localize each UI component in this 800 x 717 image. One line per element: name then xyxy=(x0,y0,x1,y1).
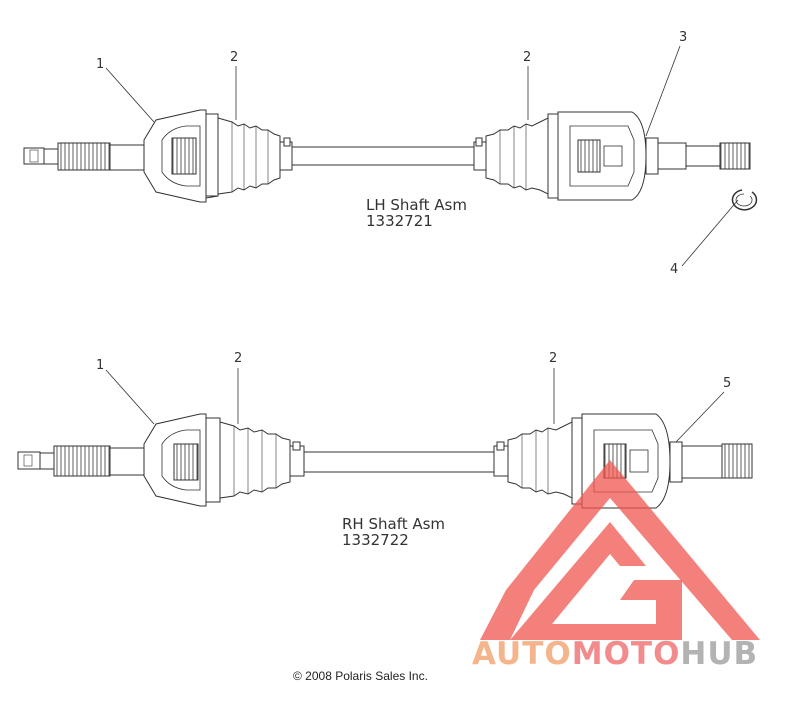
rh-leader-lines xyxy=(105,368,725,443)
lh-callout-4: 4 xyxy=(670,262,679,277)
rh-outer-clamp xyxy=(205,417,221,503)
lh-leader-lines xyxy=(105,45,739,267)
lh-callout-1: 1 xyxy=(96,57,105,72)
lh-stub-tip xyxy=(23,147,45,165)
rh-stub-neck xyxy=(39,452,55,470)
logo-text-auto: AUTO xyxy=(472,636,572,672)
lh-outer-clamp xyxy=(205,113,219,197)
rh-inner-shank xyxy=(681,445,723,479)
rh-stub-tip xyxy=(17,451,41,470)
lh-shaft-assembly xyxy=(23,109,758,211)
rh-outer-boot xyxy=(219,421,291,499)
rh-half-shaft-bar xyxy=(303,451,495,473)
lh-inner-shoulder xyxy=(645,137,659,175)
lh-callout-2-inner: 2 xyxy=(523,50,532,65)
lh-callout-2-outer: 2 xyxy=(230,50,239,65)
lh-stub-neck xyxy=(43,148,59,165)
rh-assembly-part-number: 1332722 xyxy=(342,531,409,549)
lh-assembly-name: LH Shaft Asm xyxy=(366,196,467,214)
lh-half-shaft-bar xyxy=(291,146,475,166)
lh-inner-clamp xyxy=(547,113,559,199)
rh-shaft-assembly xyxy=(17,413,753,509)
automotohub-logo-text: AUTOMOTOHUB xyxy=(472,636,758,672)
automotohub-logo-mark xyxy=(480,460,760,640)
rh-assembly-name: RH Shaft Asm xyxy=(342,515,446,533)
lh-outer-boot xyxy=(217,117,281,195)
rh-callout-2-outer: 2 xyxy=(234,351,243,366)
lh-inner-neck xyxy=(685,145,721,167)
rh-outer-shank xyxy=(109,447,145,476)
lh-inner-boot xyxy=(485,117,549,195)
rh-callout-1: 1 xyxy=(96,358,105,373)
rh-outer-spline xyxy=(53,445,111,477)
logo-text-hub: HUB xyxy=(680,636,759,672)
lh-inner-shank xyxy=(657,142,687,170)
lh-circlip xyxy=(731,189,758,211)
lh-inner-spline xyxy=(719,142,751,170)
lh-callout-3: 3 xyxy=(679,30,688,45)
lh-assembly-part-number: 1332721 xyxy=(366,212,433,230)
lh-outer-spline xyxy=(57,142,111,171)
rh-callout-5: 5 xyxy=(723,376,732,391)
rh-callout-2-inner: 2 xyxy=(549,351,558,366)
copyright-notice: © 2008 Polaris Sales Inc. xyxy=(293,669,428,683)
lh-outer-shank xyxy=(109,144,145,171)
logo-text-moto: MOTO xyxy=(571,636,681,672)
